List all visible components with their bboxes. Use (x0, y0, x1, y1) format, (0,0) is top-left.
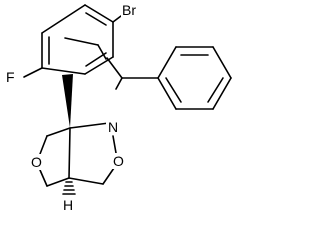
haloaryl-ring (41, 4, 114, 75)
atom-label-oxygen-furan: O (31, 154, 42, 170)
benzhydryl-group (106, 57, 159, 90)
bond-aryl-fluorine (23, 67, 43, 78)
wedge-bond-aryl-quaternary (62, 74, 73, 128)
atom-label-bromine: Br (122, 2, 136, 18)
chemical-structure-diagram: Br F N O O H (5, 2, 232, 213)
atom-label-hydrogen: H (63, 197, 73, 213)
fused-bicyclic-core (39, 122, 117, 187)
atom-label-fluorine: F (6, 69, 15, 85)
phenyl-ring (157, 46, 232, 110)
hashed-wedge-bond-hydrogen (62, 181, 76, 195)
atom-label-oxygen-isoxazolidine: O (113, 153, 124, 169)
bond-aryl-bromine (112, 15, 122, 23)
atom-label-nitrogen: N (108, 119, 118, 135)
